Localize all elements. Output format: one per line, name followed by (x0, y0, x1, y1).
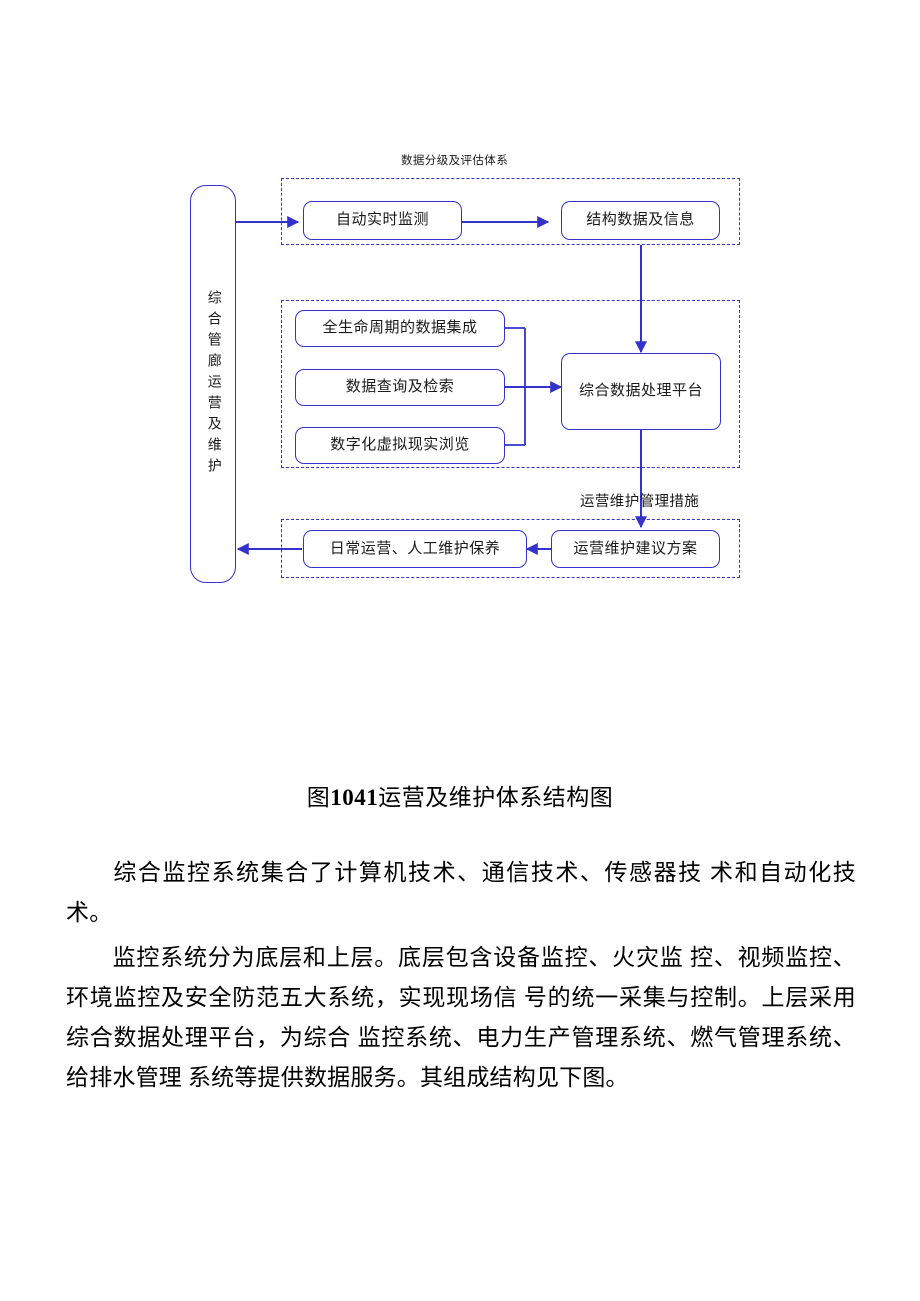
node-auto-realtime-monitoring[interactable]: 自动实时监测 (303, 201, 462, 240)
paragraph-1-text: 综合监控系统集合了计算机技术、通信技术、传感器技 术和自动化技术。 (66, 860, 856, 925)
node-structured-data-info[interactable]: 结构数据及信息 (561, 201, 720, 240)
caption-suffix: 运营及维护体系结构图 (378, 785, 614, 810)
caption-number: 1041 (330, 785, 379, 810)
node-integrated-data-platform[interactable]: 综合数据处理平台 (561, 353, 721, 430)
group-data-platform-container (281, 300, 740, 468)
body-paragraph-2: 监控系统分为底层和上层。底层包含设备监控、火灾监 控、视频监控、环境监控及安全防… (66, 938, 856, 1098)
connector-layer (235, 216, 647, 555)
node-lifecycle-data-integration[interactable]: 全生命周期的数据集成 (295, 310, 505, 347)
node-digital-vr-browsing[interactable]: 数字化虚拟现实浏览 (295, 427, 505, 464)
body-paragraph-1: 综合监控系统集合了计算机技术、通信技术、传感器技 术和自动化技术。 (66, 853, 856, 933)
node-daily-ops-manual-maintenance[interactable]: 日常运营、人工维护保养 (303, 530, 527, 568)
paragraph-2-text: 监控系统分为底层和上层。底层包含设备监控、火灾监 控、视频监控、环境监控及安全防… (66, 945, 856, 1090)
figure-diagram: 综合管廊运营及维护 数据分级及评估体系 自动实时监测 结构数据及信息 全生命周期… (0, 0, 920, 640)
node-data-query-retrieval[interactable]: 数据查询及检索 (295, 369, 505, 406)
node-root-comprehensive-pipeline-ops[interactable]: 综合管廊运营及维护 (190, 185, 236, 583)
group-label-data-grading: 数据分级及评估体系 (401, 155, 509, 167)
group-label-ops-maintenance: 运营维护管理措施 (580, 494, 700, 510)
caption-prefix: 图 (306, 785, 331, 810)
node-ops-maintenance-proposal[interactable]: 运营维护建议方案 (551, 530, 720, 568)
group-data-grading-container (281, 178, 740, 245)
group-ops-maintenance-container (281, 519, 740, 578)
figure-caption: 图1041运营及维护体系结构图 (0, 778, 920, 812)
